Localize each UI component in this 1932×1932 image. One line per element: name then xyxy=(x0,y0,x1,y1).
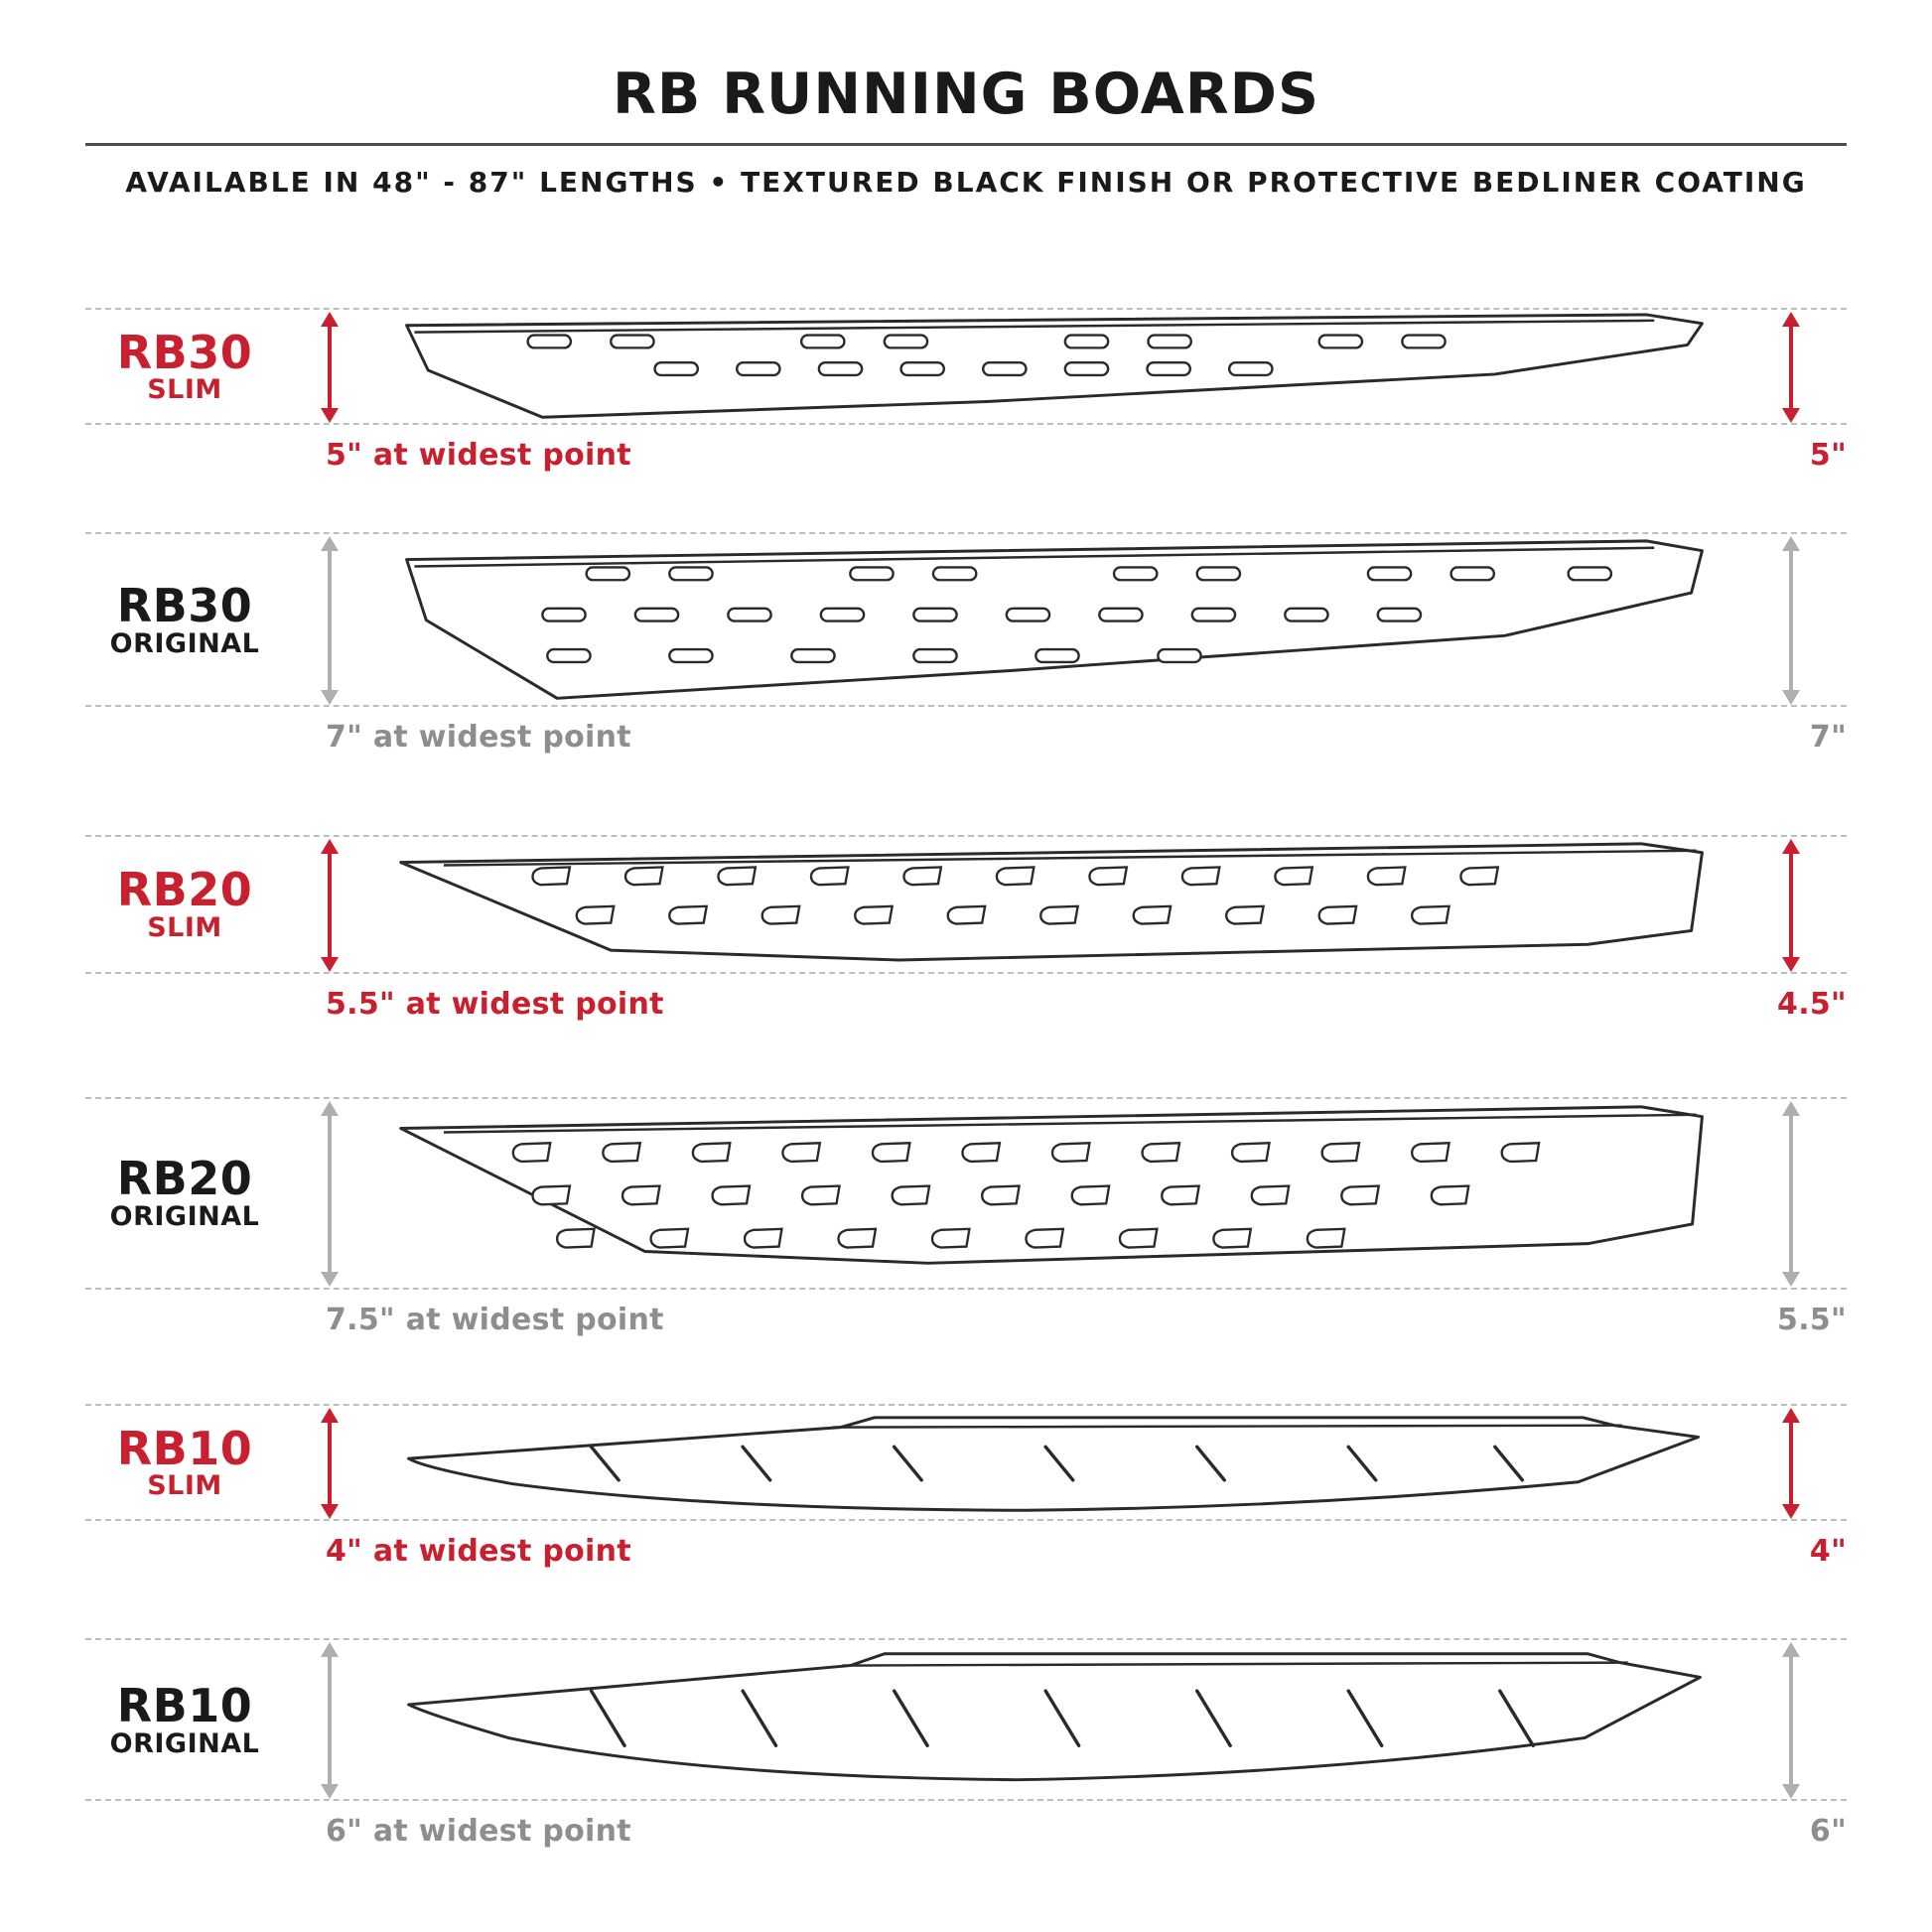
page-subtitle: AVAILABLE IN 48" - 87" LENGTHS • TEXTURE… xyxy=(125,165,1807,199)
vertical-double-arrow-icon xyxy=(312,1642,347,1800)
board-row-rb20-original: RB20 ORIGINAL 7.5" at widest point 5.5" xyxy=(85,1097,1847,1338)
vertical-double-arrow-icon xyxy=(312,1101,347,1288)
width-caption: 7" at widest point xyxy=(326,720,631,756)
height-measure: 7" xyxy=(1809,720,1847,756)
model-name: RB10 xyxy=(116,1421,253,1475)
model-name: RB10 xyxy=(116,1678,253,1732)
title-divider-line xyxy=(85,142,1847,146)
board-row-rb20-slim: RB20 SLIM 5.5" at widest point 4.5" xyxy=(85,834,1847,1023)
vertical-double-arrow-icon xyxy=(312,838,347,972)
rb30-slim-board-drawing xyxy=(375,308,1735,427)
width-caption: 5" at widest point xyxy=(326,437,631,473)
model-name: RB30 xyxy=(116,578,253,632)
variant-name: SLIM xyxy=(147,1470,222,1502)
vertical-double-arrow-icon xyxy=(1773,1407,1809,1520)
vertical-double-arrow-icon xyxy=(1773,838,1809,972)
vertical-double-arrow-icon xyxy=(1773,311,1809,424)
board-row-rb10-original: RB10 ORIGINAL 6" at widest point 6" xyxy=(85,1638,1847,1850)
variant-name: ORIGINAL xyxy=(109,1201,260,1233)
vertical-double-arrow-icon xyxy=(312,1407,347,1520)
width-caption: 5.5" at widest point xyxy=(326,986,664,1022)
board-label: RB30 ORIGINAL xyxy=(85,532,284,708)
height-measure: 4.5" xyxy=(1777,986,1847,1022)
rb10-original-board-drawing xyxy=(375,1638,1735,1802)
board-label: RB20 SLIM xyxy=(85,835,284,976)
height-measure: 4" xyxy=(1809,1533,1847,1569)
height-measure: 6" xyxy=(1809,1814,1847,1850)
dashed-guide-line xyxy=(85,971,1847,974)
width-caption: 7.5" at widest point xyxy=(326,1303,664,1338)
rb10-slim-board-drawing xyxy=(375,1404,1735,1523)
board-label: RB10 ORIGINAL xyxy=(85,1638,284,1802)
width-caption: 4" at widest point xyxy=(326,1533,631,1569)
height-measure: 5" xyxy=(1809,437,1847,473)
dashed-guide-line xyxy=(85,1799,1847,1802)
model-name: RB20 xyxy=(116,863,253,917)
board-row-rb10-slim: RB10 SLIM 4" at widest point 4" xyxy=(85,1403,1847,1570)
board-label: RB30 SLIM xyxy=(85,308,284,427)
board-row-rb30-slim: RB30 SLIM 5" at widest point 5" xyxy=(85,307,1847,474)
variant-name: ORIGINAL xyxy=(109,1727,260,1759)
board-label: RB20 ORIGINAL xyxy=(85,1097,284,1291)
variant-name: ORIGINAL xyxy=(109,627,260,659)
dashed-guide-line xyxy=(85,705,1847,708)
dashed-guide-line xyxy=(85,1403,1847,1406)
dashed-guide-line xyxy=(85,307,1847,310)
rb30-original-board-drawing xyxy=(375,532,1735,708)
vertical-double-arrow-icon xyxy=(312,311,347,424)
dashed-guide-line xyxy=(85,422,1847,425)
width-caption: 6" at widest point xyxy=(326,1814,631,1850)
dashed-guide-line xyxy=(85,1638,1847,1641)
vertical-double-arrow-icon xyxy=(1773,1101,1809,1288)
vertical-double-arrow-icon xyxy=(312,536,347,705)
board-row-rb30-original: RB30 ORIGINAL 7" at widest point 7" xyxy=(85,532,1847,756)
rb20-slim-board-drawing xyxy=(375,835,1735,976)
variant-name: SLIM xyxy=(147,374,222,406)
model-name: RB20 xyxy=(116,1152,253,1206)
model-name: RB30 xyxy=(116,325,253,379)
page-header: RB RUNNING BOARDS AVAILABLE IN 48" - 87"… xyxy=(85,62,1847,199)
dashed-guide-line xyxy=(85,834,1847,837)
page-title: RB RUNNING BOARDS xyxy=(612,62,1320,127)
height-measure: 5.5" xyxy=(1777,1303,1847,1338)
dashed-guide-line xyxy=(85,1288,1847,1291)
dashed-guide-line xyxy=(85,532,1847,535)
vertical-double-arrow-icon xyxy=(1773,1642,1809,1800)
board-label: RB10 SLIM xyxy=(85,1404,284,1523)
dashed-guide-line xyxy=(85,1518,1847,1521)
vertical-double-arrow-icon xyxy=(1773,536,1809,705)
variant-name: SLIM xyxy=(147,912,222,944)
dashed-guide-line xyxy=(85,1097,1847,1100)
rb20-original-board-drawing xyxy=(375,1097,1735,1291)
